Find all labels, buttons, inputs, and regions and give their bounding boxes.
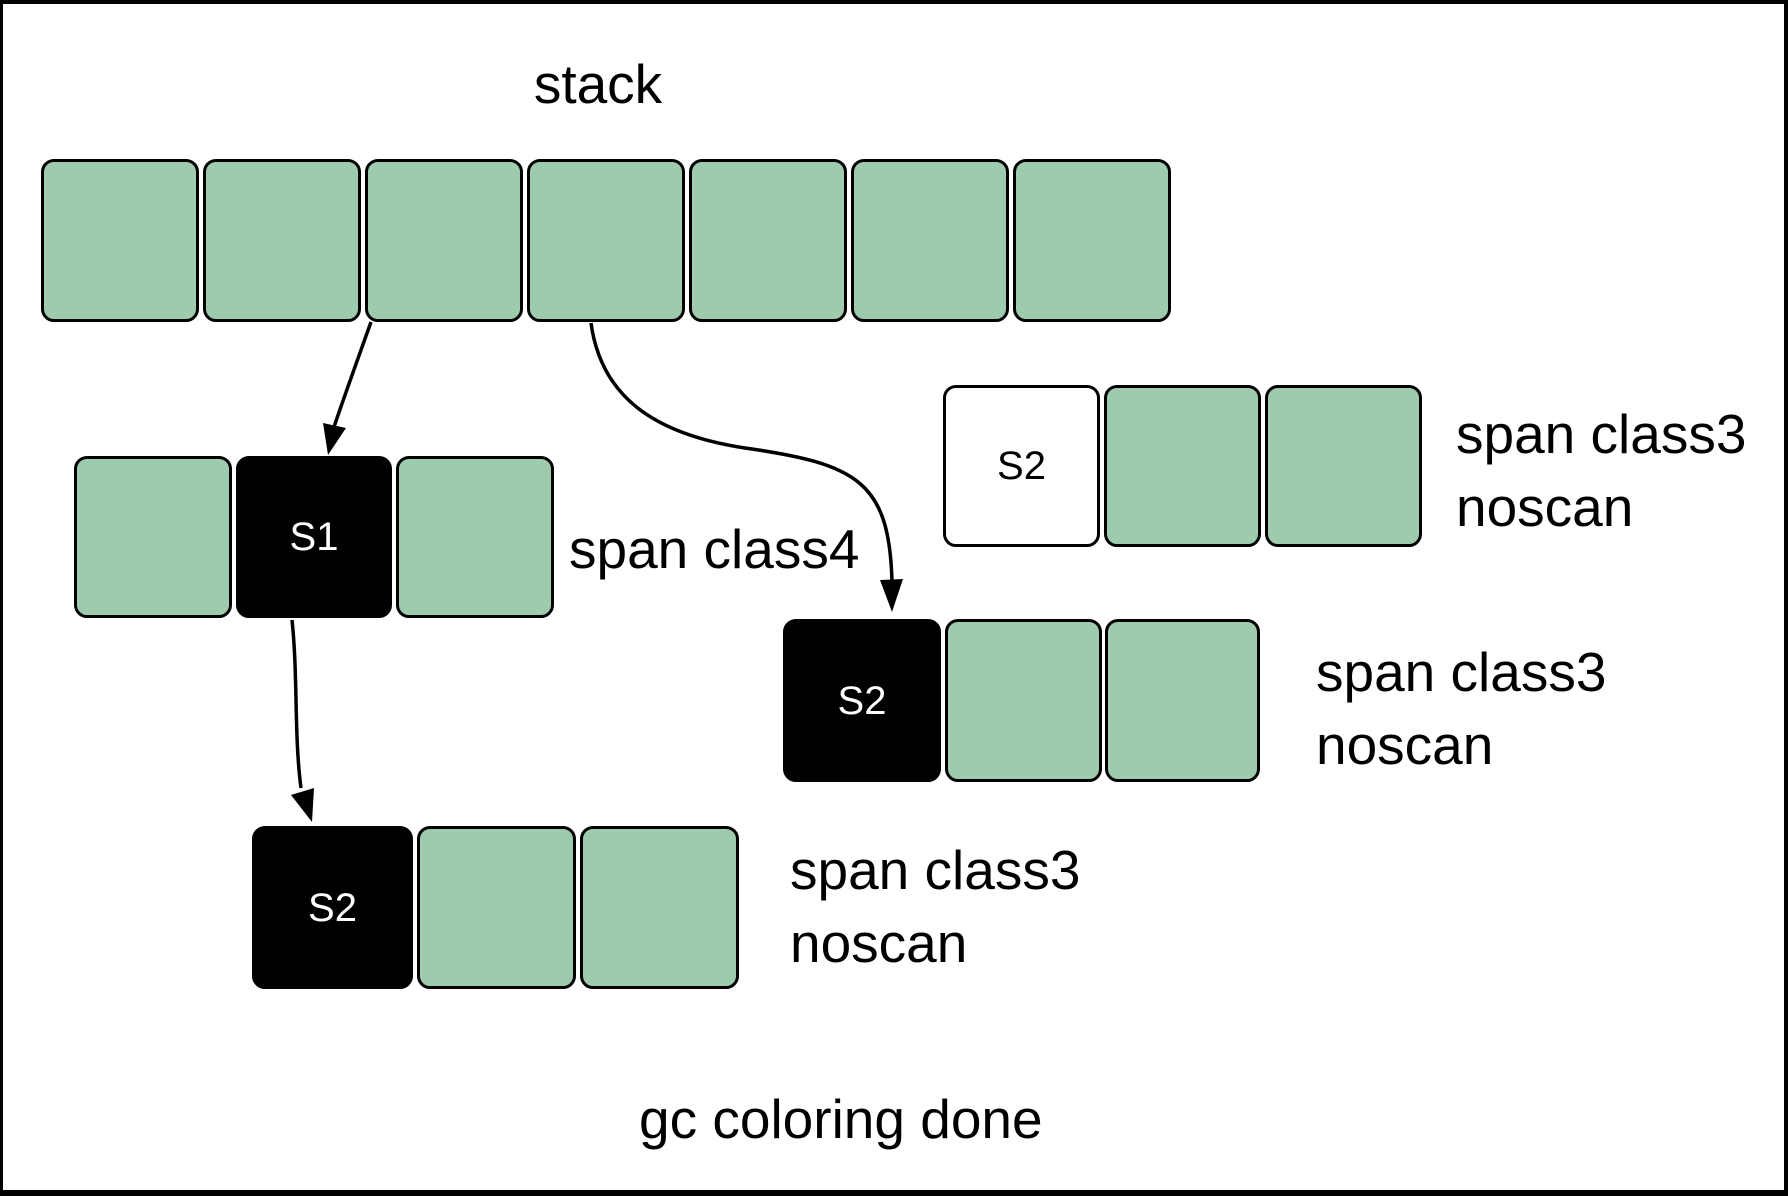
span-class3-top-cell-2 bbox=[1104, 385, 1261, 547]
span-class3-mid-cell-s2: S2 bbox=[783, 619, 941, 782]
span-class3-mid-label: span class3 noscan bbox=[1316, 636, 1606, 782]
span-class3-top-label-line2: noscan bbox=[1456, 476, 1634, 538]
span-class3-bottom-label-line2: noscan bbox=[790, 912, 968, 974]
stack-cell-4 bbox=[527, 159, 685, 322]
s1-label: S1 bbox=[289, 515, 339, 559]
span-class3-mid-label-line1: span class3 bbox=[1316, 641, 1607, 703]
span-class4-cell-3 bbox=[396, 456, 554, 618]
span-class3-top-label-line1: span class3 bbox=[1456, 403, 1747, 465]
span-class3-bottom-cell-2 bbox=[417, 826, 576, 989]
span-class3-mid-cell-3 bbox=[1105, 619, 1260, 782]
span-class3-bottom-cell-s2: S2 bbox=[252, 826, 413, 989]
stack-cell-5 bbox=[689, 159, 847, 322]
arrow-stack-to-s1 bbox=[332, 321, 373, 428]
span-class4-cell-1 bbox=[74, 456, 232, 618]
s2-label-top: S2 bbox=[997, 444, 1046, 488]
stack-cell-2 bbox=[203, 159, 361, 322]
stack-cell-1 bbox=[41, 159, 199, 322]
span-class3-top-label: span class3 noscan bbox=[1456, 398, 1746, 544]
stack-cell-6 bbox=[851, 159, 1009, 322]
span-class3-top-cell-3 bbox=[1265, 385, 1422, 547]
arrowhead-s1-to-s2-bottom bbox=[291, 788, 314, 822]
span-class3-top-cell-s2: S2 bbox=[943, 385, 1100, 547]
span-class3-mid-label-line2: noscan bbox=[1316, 714, 1494, 776]
span-class3-bottom-label: span class3 noscan bbox=[790, 834, 1080, 980]
span-class3-bottom-cell-3 bbox=[580, 826, 739, 989]
span-class4-cell-s1: S1 bbox=[236, 456, 392, 618]
span-class4-label: span class4 bbox=[569, 518, 860, 580]
arrow-s1-to-s2-bottom bbox=[290, 619, 303, 789]
span-class3-bottom-label-line1: span class3 bbox=[790, 839, 1081, 901]
stack-title: stack bbox=[533, 53, 663, 115]
footer-caption: gc coloring done bbox=[639, 1088, 1043, 1150]
arrowhead-stack-to-s1 bbox=[323, 423, 346, 455]
span-class3-mid-cell-2 bbox=[945, 619, 1102, 782]
arrowhead-stack-to-s2-middle bbox=[880, 579, 903, 612]
stack-cell-7 bbox=[1013, 159, 1171, 322]
stack-cell-3 bbox=[365, 159, 523, 322]
s2-label-mid: S2 bbox=[837, 678, 887, 723]
s2-label-bottom: S2 bbox=[308, 885, 357, 930]
